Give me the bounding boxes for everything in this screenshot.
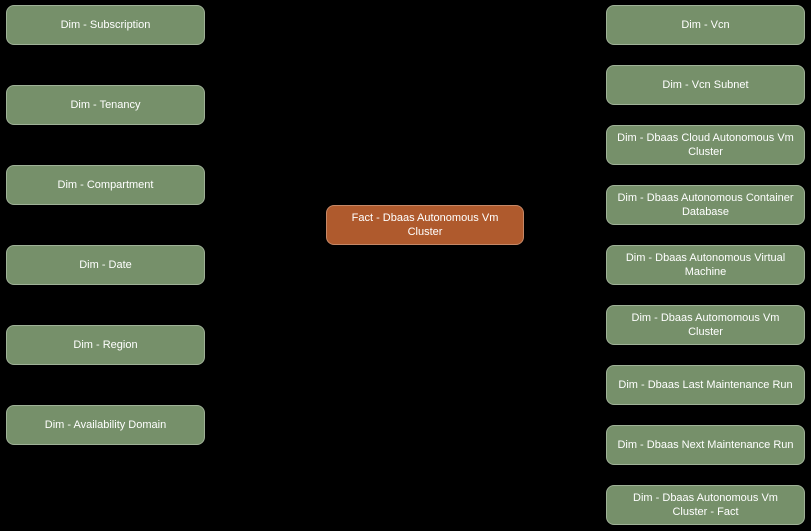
dim-node-dbaas-automomous-vm-cluster[interactable]: Dim - Dbaas Automomous Vm Cluster <box>606 305 805 345</box>
dim-node-dbaas-autonomous-vm-cluster-fact[interactable]: Dim - Dbaas Autonomous Vm Cluster - Fact <box>606 485 805 525</box>
fact-node-dbaas-autonomous-vm-cluster[interactable]: Fact - Dbaas Autonomous Vm Cluster <box>326 205 524 245</box>
dim-node-region[interactable]: Dim - Region <box>6 325 205 365</box>
dim-node-dbaas-autonomous-container-database[interactable]: Dim - Dbaas Autonomous Container Databas… <box>606 185 805 225</box>
right-dimension-column: Dim - Vcn Dim - Vcn Subnet Dim - Dbaas C… <box>606 5 805 525</box>
dim-node-dbaas-next-maintenance-run[interactable]: Dim - Dbaas Next Maintenance Run <box>606 425 805 465</box>
dim-node-tenancy[interactable]: Dim - Tenancy <box>6 85 205 125</box>
dim-node-dbaas-autonomous-virtual-machine[interactable]: Dim - Dbaas Autonomous Virtual Machine <box>606 245 805 285</box>
dim-node-vcn-subnet[interactable]: Dim - Vcn Subnet <box>606 65 805 105</box>
dim-node-date[interactable]: Dim - Date <box>6 245 205 285</box>
dim-node-dbaas-last-maintenance-run[interactable]: Dim - Dbaas Last Maintenance Run <box>606 365 805 405</box>
dim-node-subscription[interactable]: Dim - Subscription <box>6 5 205 45</box>
dim-node-compartment[interactable]: Dim - Compartment <box>6 165 205 205</box>
left-dimension-column: Dim - Subscription Dim - Tenancy Dim - C… <box>6 5 205 445</box>
dim-node-vcn[interactable]: Dim - Vcn <box>606 5 805 45</box>
dim-node-availability-domain[interactable]: Dim - Availability Domain <box>6 405 205 445</box>
dim-node-dbaas-cloud-autonomous-vm-cluster[interactable]: Dim - Dbaas Cloud Autonomous Vm Cluster <box>606 125 805 165</box>
